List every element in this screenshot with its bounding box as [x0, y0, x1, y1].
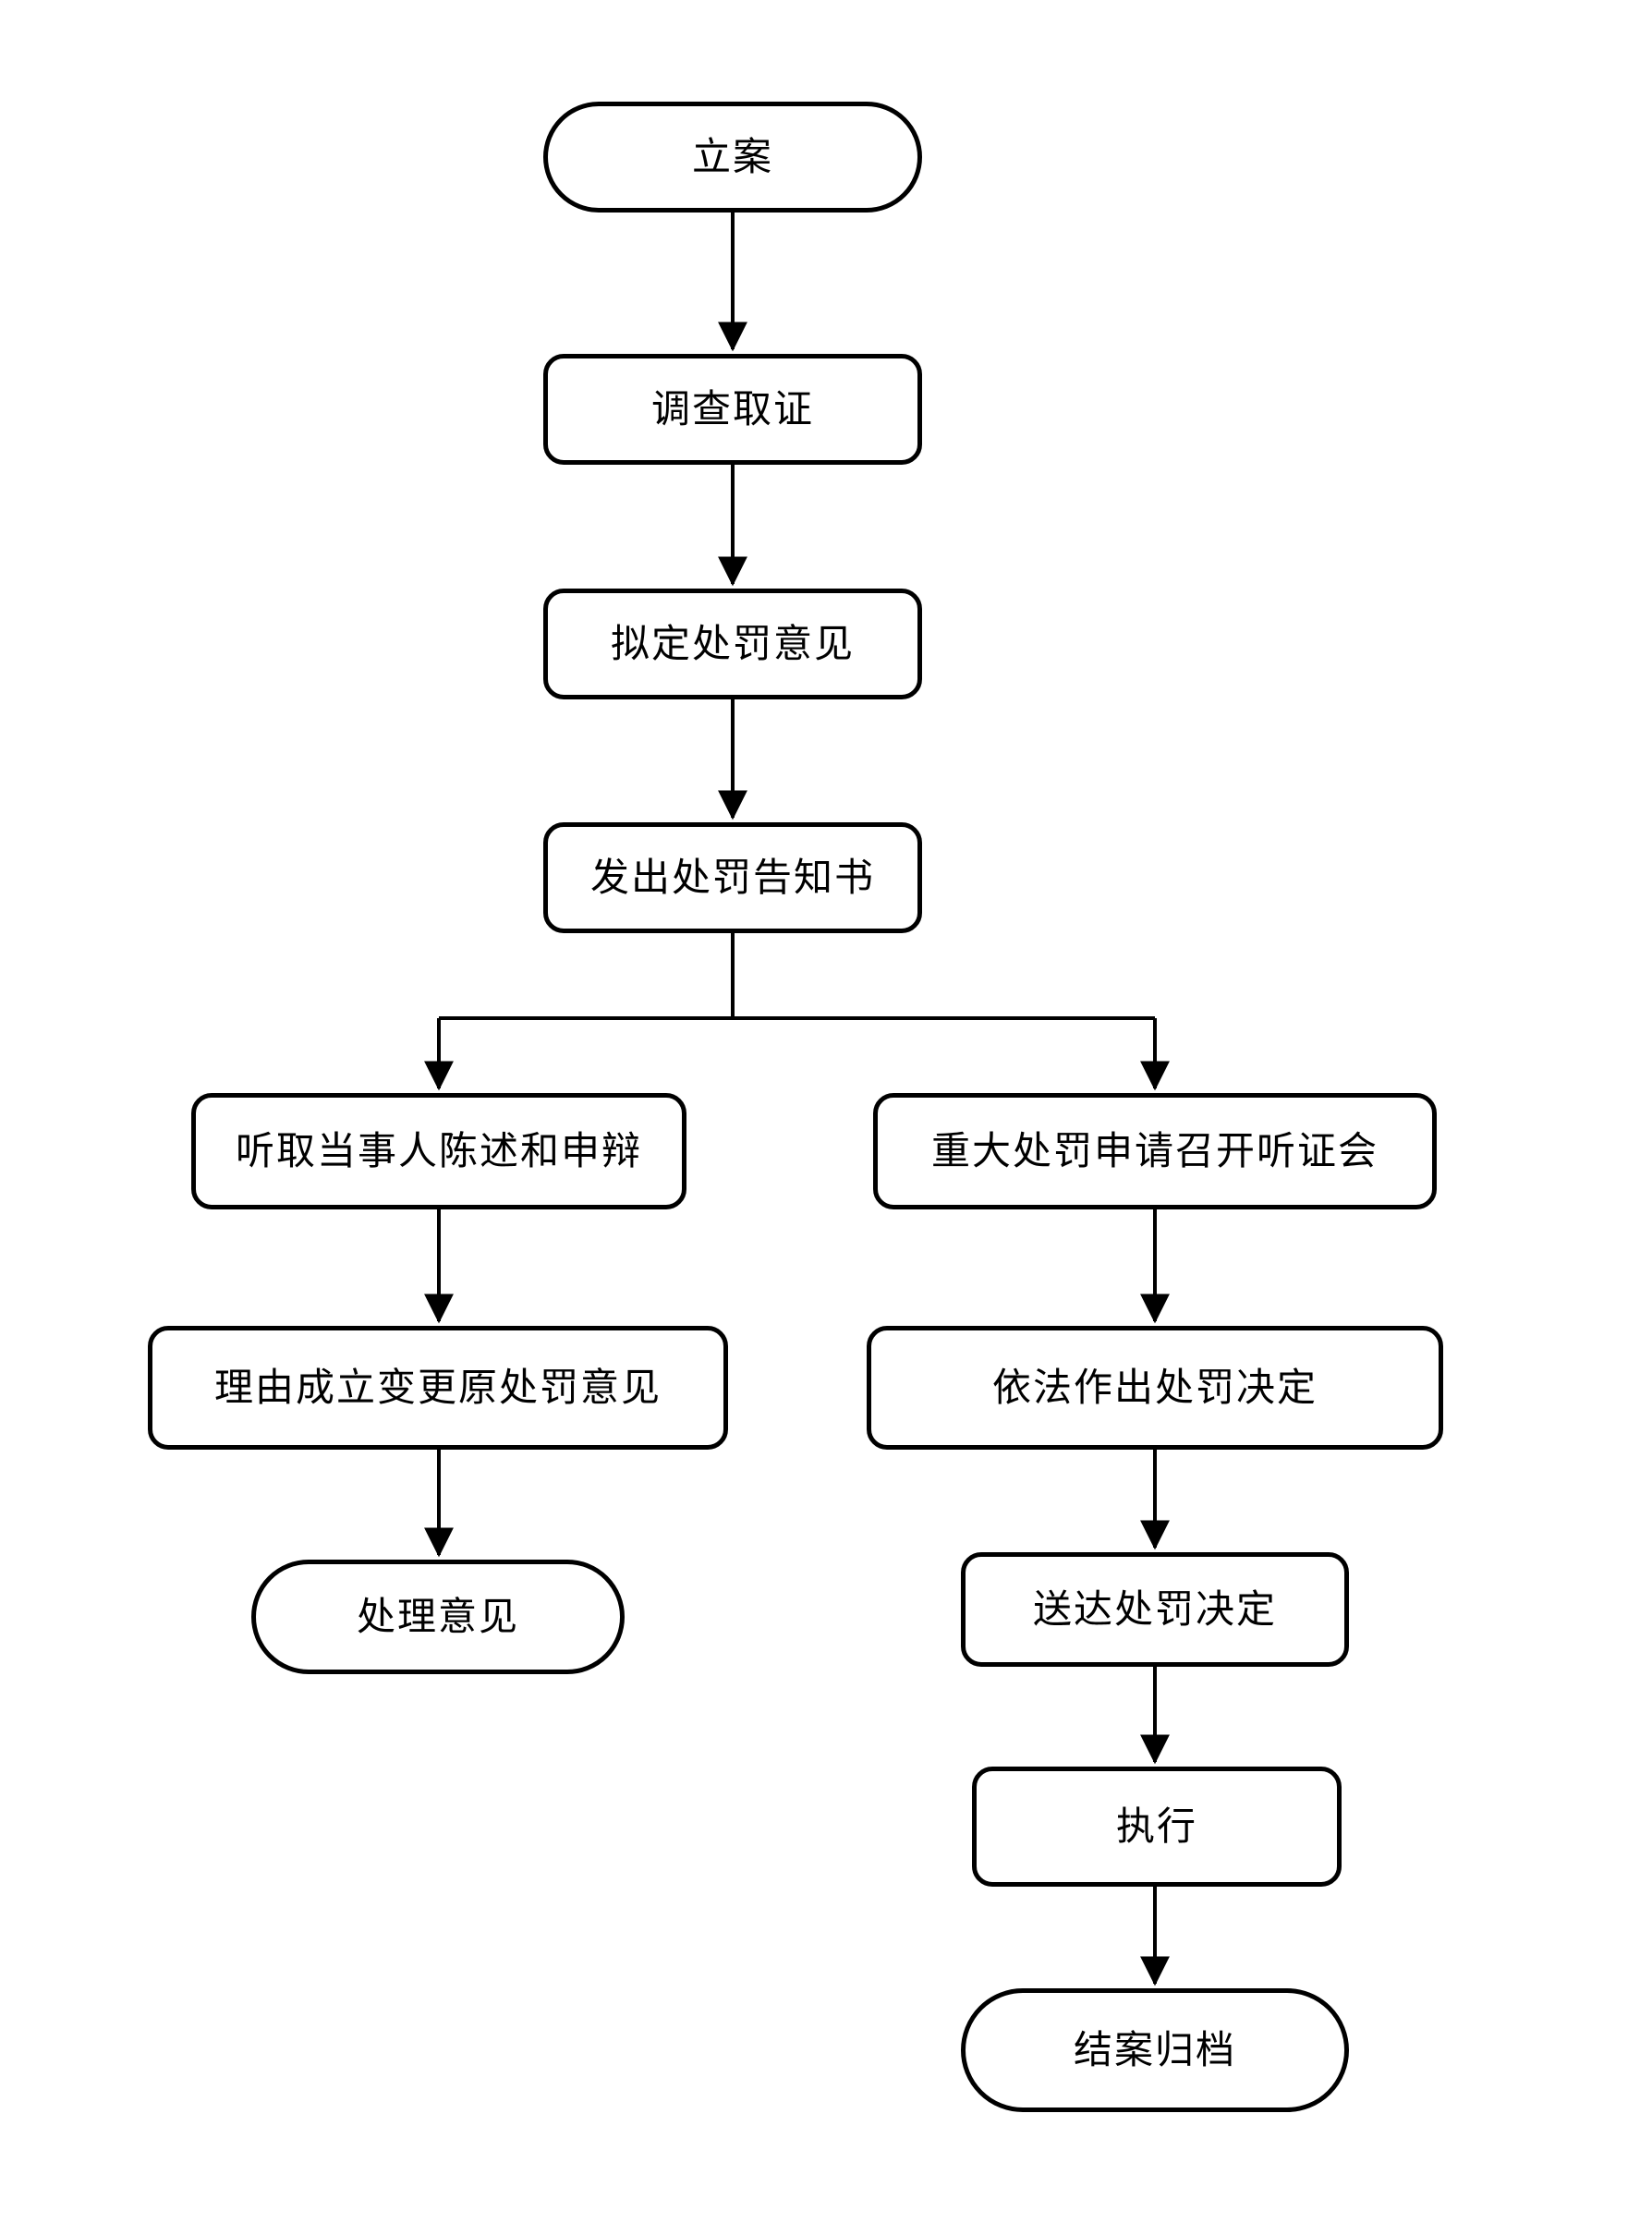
- node-label: 立案: [691, 133, 773, 179]
- node-label: 执行: [1115, 1803, 1197, 1849]
- node-label: 听取当事人陈述和申辩: [235, 1127, 642, 1173]
- node-label: 调查取证: [650, 385, 814, 431]
- node-zhi-xing[interactable]: 执行: [972, 1767, 1342, 1887]
- node-label: 发出处罚告知书: [589, 854, 875, 900]
- node-song-da-chu-fa-jue-ding[interactable]: 送达处罚决定: [961, 1552, 1349, 1667]
- node-li-an[interactable]: 立案: [543, 102, 922, 213]
- node-diao-cha-qu-zheng[interactable]: 调查取证: [543, 354, 922, 465]
- node-zhong-da-chu-fa-shen-qing-zhao-kai-ting-zheng-hui[interactable]: 重大处罚申请召开听证会: [873, 1093, 1437, 1209]
- node-li-you-cheng-li-bian-geng-yuan-chu-fa-yi-jian[interactable]: 理由成立变更原处罚意见: [148, 1326, 728, 1450]
- node-ting-qu-dang-shi-ren-chen-shu-he-shen-bian[interactable]: 听取当事人陈述和申辩: [191, 1093, 686, 1209]
- node-jie-an-gui-dang[interactable]: 结案归档: [961, 1988, 1349, 2112]
- node-label: 依法作出处罚决定: [991, 1364, 1318, 1410]
- node-label: 处理意见: [356, 1593, 519, 1639]
- node-fa-chu-chu-fa-gao-zhi-shu[interactable]: 发出处罚告知书: [543, 822, 922, 933]
- node-label: 结案归档: [1073, 2026, 1236, 2072]
- node-label: 理由成立变更原处罚意见: [213, 1364, 662, 1410]
- node-label: 送达处罚决定: [1032, 1585, 1277, 1632]
- node-ni-ding-chu-fa-yi-jian[interactable]: 拟定处罚意见: [543, 589, 922, 699]
- node-label: 重大处罚申请召开听证会: [930, 1127, 1379, 1173]
- node-label: 拟定处罚意见: [610, 620, 855, 666]
- node-yi-fa-zuo-chu-chu-fa-jue-ding[interactable]: 依法作出处罚决定: [867, 1326, 1443, 1450]
- node-chu-li-yi-jian[interactable]: 处理意见: [251, 1560, 625, 1674]
